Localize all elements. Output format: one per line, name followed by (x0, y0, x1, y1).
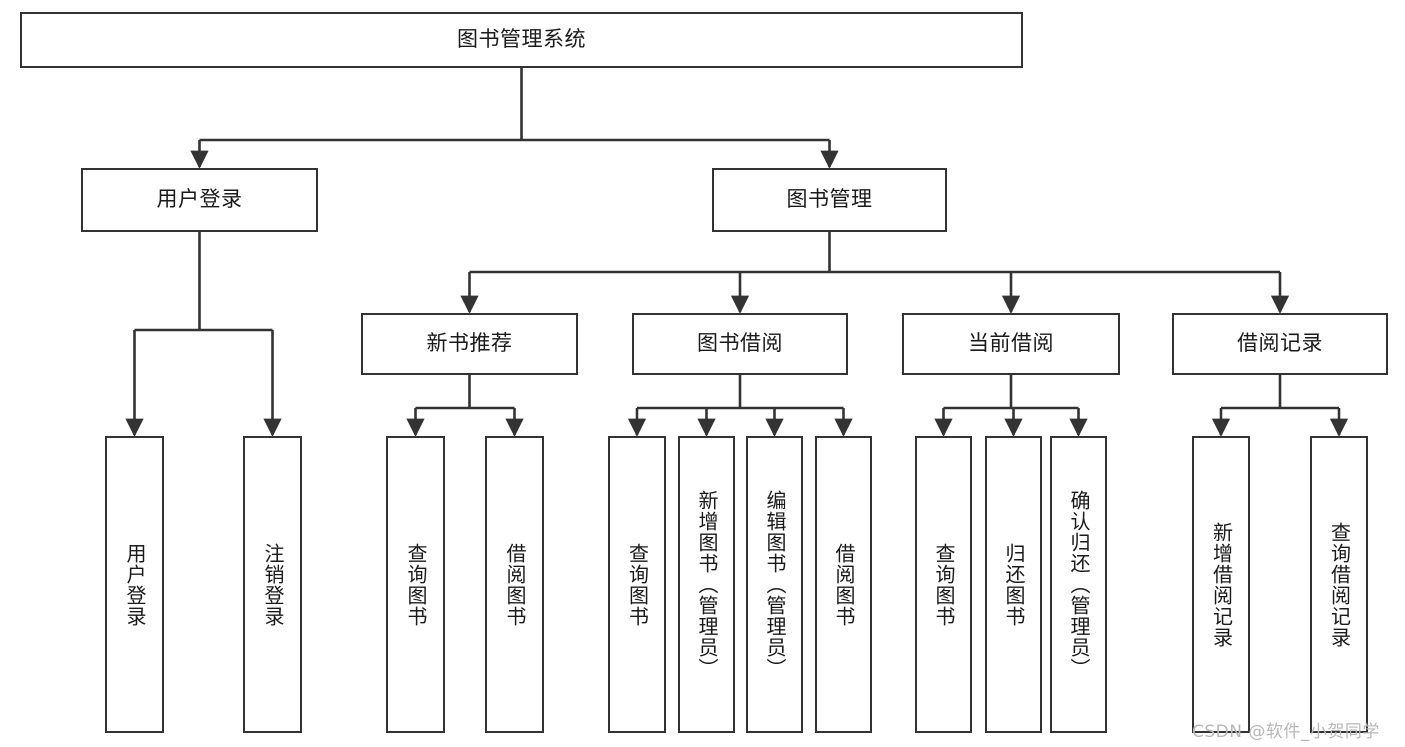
node-bookmgmt[interactable]: 图书管理 (712, 168, 947, 232)
node-leaf-cur-2[interactable]: 归还图书 (985, 436, 1042, 733)
node-label: 图书借阅 (697, 331, 783, 356)
node-label: 编辑图书（管理员） (763, 490, 787, 679)
node-label: 注销登录 (261, 542, 285, 627)
node-label: 查询借阅记录 (1327, 521, 1352, 648)
edge-group (125, 68, 1349, 437)
node-label: 图书管理 (786, 187, 873, 212)
node-leaf-new-2[interactable]: 借阅图书 (485, 436, 544, 733)
node-leaf-cur-3[interactable]: 确认归还（管理员） (1050, 436, 1107, 733)
node-leaf-borrow-1[interactable]: 查询图书 (608, 436, 666, 733)
node-newbook[interactable]: 新书推荐 (361, 313, 578, 375)
node-label: 确认归还（管理员） (1067, 490, 1091, 679)
node-borrow[interactable]: 图书借阅 (632, 313, 848, 375)
node-label: 用户登录 (123, 542, 147, 627)
node-label: 借阅记录 (1237, 331, 1323, 356)
node-leaf-rec-1[interactable]: 新增借阅记录 (1192, 436, 1250, 733)
node-label: 新增图书（管理员） (695, 490, 719, 679)
node-leaf-new-1[interactable]: 查询图书 (386, 436, 445, 733)
node-label: 新书推荐 (426, 331, 513, 356)
node-records[interactable]: 借阅记录 (1172, 313, 1388, 375)
node-label: 借阅图书 (832, 542, 856, 627)
node-label: 用户登录 (156, 187, 243, 212)
node-label: 查询图书 (625, 542, 650, 627)
node-label: 归还图书 (1002, 542, 1026, 627)
node-label: 图书管理系统 (457, 27, 586, 52)
node-label: 借阅图书 (503, 542, 527, 627)
node-leaf-rec-2[interactable]: 查询借阅记录 (1310, 436, 1368, 733)
node-leaf-login-1[interactable]: 用户登录 (105, 436, 164, 733)
node-leaf-cur-1[interactable]: 查询图书 (915, 436, 972, 733)
node-label: 查询图书 (404, 542, 428, 627)
node-label: 查询图书 (932, 542, 956, 627)
node-leaf-borrow-3[interactable]: 编辑图书（管理员） (746, 436, 803, 733)
node-label: 当前借阅 (968, 331, 1054, 356)
node-leaf-login-2[interactable]: 注销登录 (243, 436, 302, 733)
node-login[interactable]: 用户登录 (81, 168, 318, 232)
node-label: 新增借阅记录 (1209, 521, 1234, 648)
node-root[interactable]: 图书管理系统 (20, 12, 1023, 68)
node-leaf-borrow-2[interactable]: 新增图书（管理员） (678, 436, 735, 733)
node-current[interactable]: 当前借阅 (902, 313, 1120, 375)
node-leaf-borrow-4[interactable]: 借阅图书 (815, 436, 872, 733)
